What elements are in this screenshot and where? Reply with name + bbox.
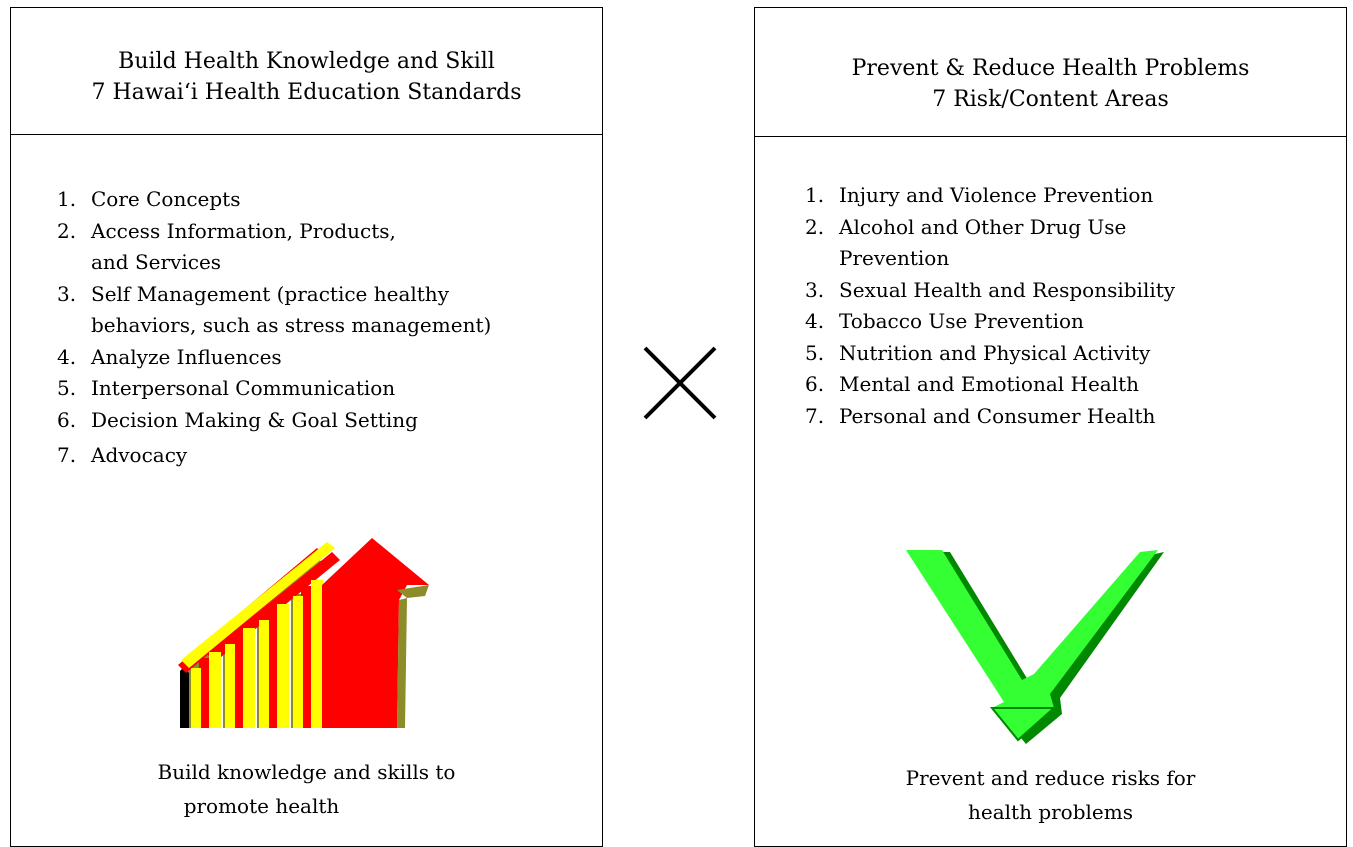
list-item-number: 4. <box>805 309 825 333</box>
list-item: 4. Analyze Influences <box>57 342 577 374</box>
risk-areas-panel: Prevent & Reduce Health Problems 7 Risk/… <box>754 7 1347 847</box>
standards-subtitle: 7 Hawai‘i Health Education Standards <box>91 80 522 105</box>
list-item-label: Tobacco Use Prevention <box>839 309 1084 333</box>
list-item: 2. Access Information, Products, and Ser… <box>57 216 577 279</box>
list-item: 4. Tobacco Use Prevention <box>805 306 1345 338</box>
list-item: 5. Interpersonal Communication <box>57 373 577 405</box>
check-arrowhead <box>989 707 1057 742</box>
list-item-number: 6. <box>805 372 825 396</box>
list-item-label: Core Concepts <box>91 187 241 211</box>
bars-shadow <box>180 661 189 728</box>
list-item-number: 6. <box>57 407 77 432</box>
standards-caption: Build knowledge and skills to promote he… <box>11 755 602 823</box>
list-item: 1. Core Concepts <box>57 184 577 216</box>
bars-yellow <box>181 542 335 728</box>
list-item-number: 7. <box>57 443 77 467</box>
list-item-number: 1. <box>57 187 77 211</box>
list-item: 2. Alcohol and Other Drug Use Prevention <box>805 212 1345 275</box>
list-item-label: Sexual Health and Responsibility <box>839 277 1176 302</box>
list-item-number: 5. <box>805 340 825 365</box>
check-shadow <box>914 552 1164 744</box>
standards-caption-line2: promote health <box>183 794 340 818</box>
risk-areas-panel-header: Prevent & Reduce Health Problems 7 Risk/… <box>755 8 1346 137</box>
list-item-number: 4. <box>57 344 77 369</box>
list-item: 3. Sexual Health and Responsibility <box>805 275 1345 307</box>
list-item-label: Mental and Emotional Health <box>839 372 1140 396</box>
list-item-number: 1. <box>805 183 825 207</box>
risk-areas-caption: Prevent and reduce risks for health prob… <box>755 761 1346 829</box>
list-item: 7. Personal and Consumer Health <box>805 401 1345 433</box>
list-item-label: Access Information, Products, and Servic… <box>91 218 396 275</box>
green-check-arrow-icon <box>906 550 1164 744</box>
standards-list: 1. Core Concepts 2. Access Information, … <box>57 184 577 472</box>
rising-bars-arrow-icon <box>178 538 429 728</box>
list-item-number: 7. <box>805 403 825 428</box>
standards-title: Build Health Knowledge and Skill <box>118 49 495 74</box>
list-item-label: Analyze Influences <box>91 344 282 369</box>
standards-caption-line1: Build knowledge and skills to <box>157 760 456 784</box>
list-item-label: Self Management (practice healthy behavi… <box>91 281 492 338</box>
list-item-number: 2. <box>805 214 825 239</box>
list-item: 3. Self Management (practice healthy beh… <box>57 279 577 342</box>
risk-areas-caption-line1: Prevent and reduce risks for <box>905 766 1196 790</box>
list-item: 5. Nutrition and Physical Activity <box>805 338 1345 370</box>
risk-areas-caption-line2: health problems <box>968 800 1133 824</box>
list-item-label: Nutrition and Physical Activity <box>839 340 1151 365</box>
risk-areas-subtitle: 7 Risk/Content Areas <box>932 87 1169 112</box>
standards-panel-header: Build Health Knowledge and Skill 7 Hawai… <box>11 8 602 135</box>
list-item: 7. Advocacy <box>57 440 577 472</box>
list-item: 1. Injury and Violence Prevention <box>805 180 1345 212</box>
list-item-label: Decision Making & Goal Setting <box>91 407 418 432</box>
list-item: 6. Mental and Emotional Health <box>805 369 1345 401</box>
list-item-label: Injury and Violence Prevention <box>839 183 1154 207</box>
check-face <box>906 550 1158 740</box>
times-icon <box>643 346 717 420</box>
risk-areas-title: Prevent & Reduce Health Problems <box>851 56 1250 81</box>
big-red-arrow <box>322 538 429 728</box>
list-item-label: Personal and Consumer Health <box>839 403 1156 428</box>
list-item-number: 2. <box>57 218 77 243</box>
list-item-number: 3. <box>805 277 825 302</box>
list-item-label: Alcohol and Other Drug Use Prevention <box>839 214 1127 271</box>
list-item-number: 3. <box>57 281 77 306</box>
list-item-number: 5. <box>57 376 77 400</box>
risk-areas-list: 1. Injury and Violence Prevention 2. Alc… <box>805 180 1345 432</box>
list-item-label: Interpersonal Communication <box>91 376 396 400</box>
list-item-label: Advocacy <box>91 443 188 467</box>
list-item: 6. Decision Making & Goal Setting <box>57 405 577 437</box>
